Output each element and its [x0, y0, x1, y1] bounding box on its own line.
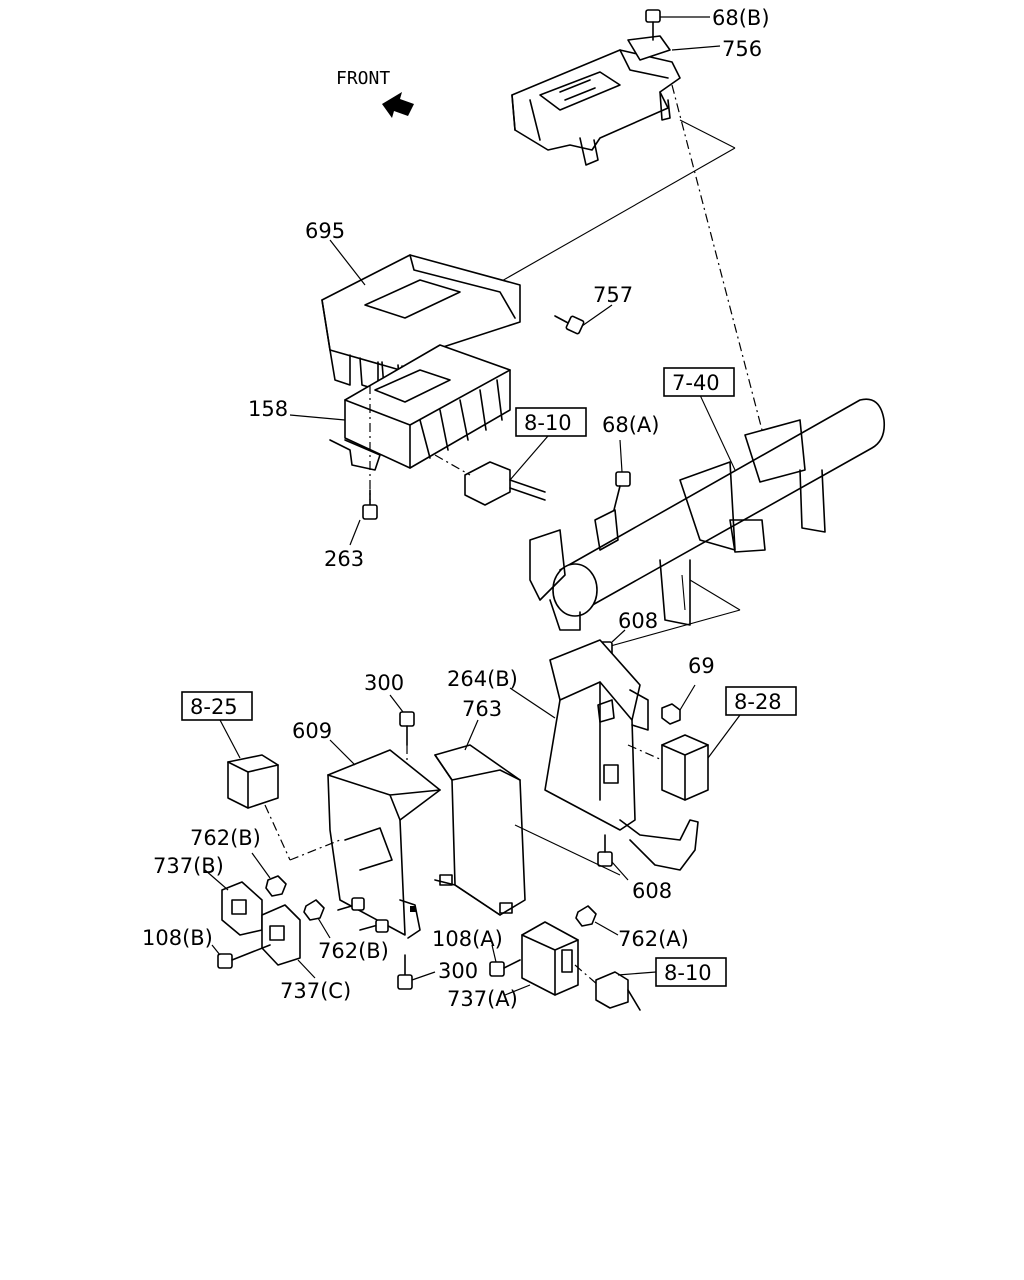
bolt-263 [362, 489, 378, 520]
clip-762a [575, 905, 597, 927]
clip-762b-lower [303, 897, 389, 933]
bolt-300-upper [399, 711, 415, 746]
label-158: 158 [248, 397, 288, 421]
bolt-108a [489, 959, 521, 977]
label-762a: 762(A) [618, 927, 689, 951]
nut-69 [661, 703, 681, 725]
bolt-300-lower [397, 954, 413, 990]
bracket-763 [434, 744, 526, 916]
connector-lower [595, 971, 641, 1011]
label-737a: 737(A) [447, 987, 518, 1011]
ref-7-40[interactable]: 7-40 [672, 371, 720, 395]
label-757: 757 [593, 283, 633, 307]
label-300-lower: 300 [438, 959, 478, 983]
ref-box-8-10-upper[interactable] [515, 407, 587, 437]
bracket-737c [261, 904, 301, 966]
label-763: 763 [462, 697, 502, 721]
bracket-609 [327, 749, 441, 939]
cross-beam [529, 398, 886, 631]
label-108b: 108(B) [142, 926, 213, 950]
clip-762b-upper [265, 875, 287, 897]
label-695: 695 [305, 219, 345, 243]
label-762b-lower: 762(B) [318, 939, 389, 963]
label-762b-upper: 762(B) [190, 826, 261, 850]
bolt-68b [645, 9, 661, 41]
label-68b: 68(B) [712, 6, 770, 30]
bracket-737a [521, 921, 579, 996]
label-608-upper: 608 [618, 609, 658, 633]
label-609: 609 [292, 719, 332, 743]
label-68a: 68(A) [602, 413, 659, 437]
ref-box-8-28[interactable] [725, 686, 797, 716]
ref-8-10-lower[interactable]: 8-10 [664, 961, 712, 985]
connector-upper [464, 461, 546, 506]
label-737c: 737(C) [280, 979, 351, 1003]
ref-box-7-40[interactable] [663, 367, 735, 397]
front-arrow-icon [382, 92, 414, 118]
front-label: FRONT [336, 68, 390, 89]
label-264b: 264(B) [447, 667, 518, 691]
label-300-upper: 300 [364, 671, 404, 695]
bolt-68a [613, 471, 631, 511]
connector-8-25 [227, 754, 279, 809]
ref-8-10-upper[interactable]: 8-10 [524, 411, 572, 435]
label-608-lower: 608 [632, 879, 672, 903]
bracket-264b [544, 639, 699, 871]
bolt-608-lower [597, 834, 613, 867]
ref-8-28[interactable]: 8-28 [734, 690, 782, 714]
bolt-108b [217, 944, 271, 969]
bolt-757 [554, 315, 585, 335]
ref-box-8-10-lower[interactable] [655, 957, 727, 987]
label-69: 69 [688, 654, 715, 678]
label-263: 263 [324, 547, 364, 571]
label-108a: 108(A) [432, 927, 503, 951]
relay-module [661, 734, 709, 801]
ref-box-8-25[interactable] [181, 691, 253, 721]
label-756: 756 [722, 37, 762, 61]
control-unit-158 [329, 344, 511, 471]
label-737b: 737(B) [153, 854, 224, 878]
ref-8-25[interactable]: 8-25 [190, 695, 238, 719]
bracket-756 [511, 35, 681, 166]
